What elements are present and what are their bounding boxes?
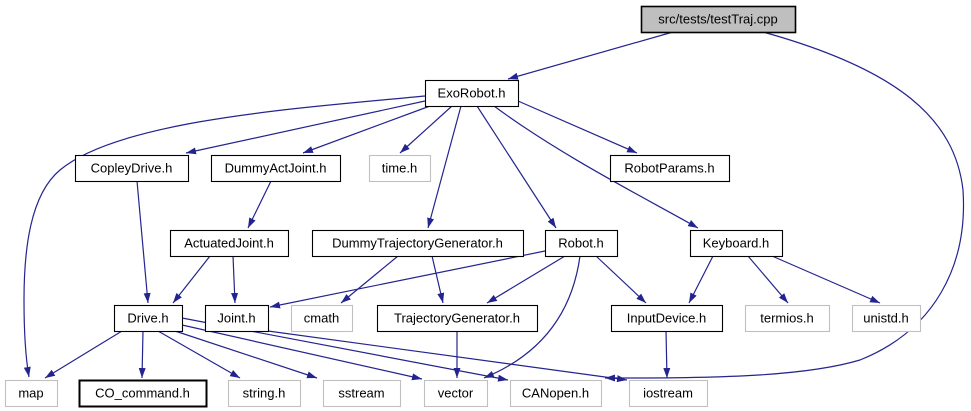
node-cocommand[interactable]: CO_command.h bbox=[78, 379, 208, 408]
edge-exorobot-robotparams bbox=[517, 100, 638, 154]
node-inputdevice[interactable]: InputDevice.h bbox=[610, 304, 724, 333]
node-label-termios: termios.h bbox=[760, 311, 813, 326]
node-robotparams[interactable]: RobotParams.h bbox=[609, 154, 731, 183]
node-vector: vector bbox=[423, 379, 489, 408]
edge-testtraj-canopen bbox=[604, 31, 965, 382]
edge-actuatedjoint-drive bbox=[172, 255, 211, 304]
node-termios: termios.h bbox=[744, 304, 831, 333]
edge-keyboard-unistd bbox=[771, 255, 881, 304]
node-cmath: cmath bbox=[290, 304, 354, 333]
node-label-string: string.h bbox=[243, 386, 286, 401]
node-label-keyboard: Keyboard.h bbox=[703, 236, 770, 251]
edge-robot-inputdevice bbox=[595, 255, 647, 304]
node-canopen: CANopen.h bbox=[509, 379, 603, 408]
node-label-drive: Drive.h bbox=[127, 311, 168, 326]
node-dummytrajgen[interactable]: DummyTrajectoryGenerator.h bbox=[311, 229, 525, 258]
node-copleydrive[interactable]: CopleyDrive.h bbox=[74, 154, 190, 183]
edge-keyboard-inputdevice bbox=[688, 255, 714, 304]
node-trajgen[interactable]: TrajectoryGenerator.h bbox=[376, 304, 539, 333]
node-exorobot[interactable]: ExoRobot.h bbox=[424, 79, 520, 108]
node-label-robot: Robot.h bbox=[558, 236, 604, 251]
edge-inputdevice-iostream bbox=[663, 330, 671, 379]
node-label-dummyactjoint: DummyActJoint.h bbox=[225, 161, 327, 176]
node-label-iostream: iostream bbox=[643, 386, 693, 401]
node-label-canopen: CANopen.h bbox=[522, 386, 589, 401]
node-unistd: unistd.h bbox=[851, 304, 922, 333]
node-actuatedjoint[interactable]: ActuatedJoint.h bbox=[169, 229, 290, 258]
node-label-joint: Joint.h bbox=[217, 311, 255, 326]
node-label-time: time.h bbox=[382, 161, 417, 176]
node-joint[interactable]: Joint.h bbox=[204, 304, 270, 333]
node-map: map bbox=[4, 379, 59, 408]
edge-keyboard-termios bbox=[747, 255, 789, 304]
node-label-cmath: cmath bbox=[304, 311, 339, 326]
edge-dummytrajgen-trajgen bbox=[431, 255, 445, 304]
edge-robot-vector bbox=[483, 255, 581, 379]
node-drive[interactable]: Drive.h bbox=[113, 304, 184, 333]
node-label-copleydrive: CopleyDrive.h bbox=[91, 161, 173, 176]
edge-drive-vector bbox=[181, 324, 423, 381]
node-label-unistd: unistd.h bbox=[863, 311, 909, 326]
edge-testtraj-exorobot bbox=[507, 31, 674, 80]
node-keyboard[interactable]: Keyboard.h bbox=[689, 229, 784, 258]
node-label-inputdevice: InputDevice.h bbox=[627, 311, 707, 326]
node-label-vector: vector bbox=[438, 386, 474, 401]
edge-robot-joint bbox=[269, 250, 546, 309]
edge-drive-string bbox=[157, 330, 241, 379]
edge-exorobot-robot bbox=[476, 105, 557, 229]
node-label-robotparams: RobotParams.h bbox=[624, 161, 714, 176]
edge-dummytrajgen-cmath bbox=[340, 255, 399, 304]
edge-exorobot-map bbox=[23, 95, 426, 378]
node-label-testtraj: src/tests/testTraj.cpp bbox=[658, 12, 777, 27]
node-label-sstream: sstream bbox=[338, 386, 384, 401]
edge-dummyactjoint-actuatedjoint bbox=[247, 180, 272, 229]
node-dummyactjoint[interactable]: DummyActJoint.h bbox=[210, 154, 342, 183]
edge-exorobot-dummytrajgen bbox=[427, 105, 462, 229]
edge-joint-iostream bbox=[267, 330, 628, 383]
node-label-cocommand: CO_command.h bbox=[95, 386, 190, 401]
node-label-exorobot: ExoRobot.h bbox=[438, 86, 506, 101]
edge-robot-trajgen bbox=[486, 255, 566, 304]
edge-actuatedjoint-joint bbox=[231, 255, 239, 304]
edge-drive-cocommand bbox=[138, 330, 146, 379]
node-label-actuatedjoint: ActuatedJoint.h bbox=[184, 236, 274, 251]
edge-copleydrive-drive bbox=[136, 180, 151, 304]
node-label-trajgen: TrajectoryGenerator.h bbox=[394, 311, 520, 326]
node-time: time.h bbox=[368, 154, 432, 183]
node-string: string.h bbox=[227, 379, 302, 408]
node-robot[interactable]: Robot.h bbox=[544, 229, 619, 258]
node-label-map: map bbox=[18, 386, 43, 401]
edge-exorobot-time bbox=[399, 105, 453, 154]
edge-drive-map bbox=[44, 330, 123, 379]
node-iostream: iostream bbox=[628, 379, 709, 408]
node-label-dummytrajgen: DummyTrajectoryGenerator.h bbox=[332, 236, 503, 251]
edge-exorobot-copleydrive bbox=[185, 100, 426, 155]
edge-exorobot-dummyactjoint bbox=[302, 105, 431, 154]
edge-drive-sstream bbox=[174, 330, 318, 379]
node-sstream: sstream bbox=[322, 379, 402, 408]
node-testtraj: src/tests/testTraj.cpp bbox=[640, 5, 797, 34]
edge-exorobot-keyboard bbox=[493, 105, 699, 229]
